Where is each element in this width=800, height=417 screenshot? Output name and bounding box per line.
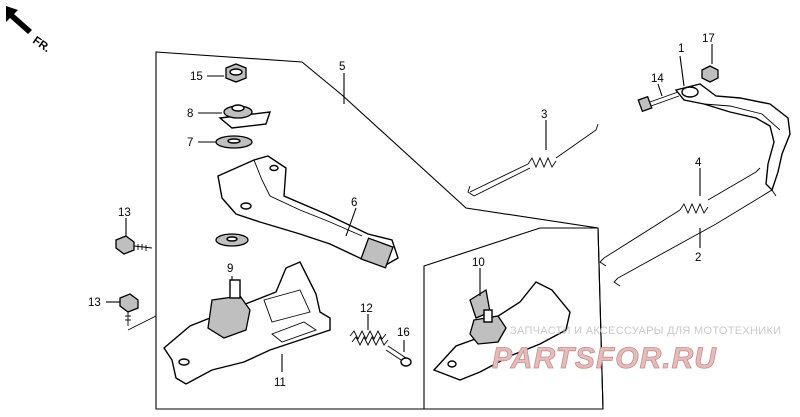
callout-7: 7	[187, 137, 193, 149]
callout-12: 12	[360, 303, 373, 315]
flange-nut-15	[225, 63, 247, 83]
callout-13-lower: 13	[88, 297, 101, 309]
callout-3: 3	[541, 109, 547, 121]
bolt-14	[637, 91, 680, 113]
control-assembly-10	[432, 281, 571, 381]
screw-16	[385, 345, 412, 367]
callout-8: 8	[187, 108, 193, 120]
callout-14: 14	[651, 73, 664, 85]
callout-2: 2	[695, 252, 701, 264]
spring-rod-3	[467, 123, 599, 197]
watermark: ЗАПЧАСТИ И АКСЕССУАРЫ ДЛЯ МОТОТЕХНИКИ PA…	[492, 325, 781, 375]
leader-6	[345, 207, 357, 237]
leader-1	[679, 55, 685, 87]
callout-16: 16	[397, 327, 410, 339]
watermark-subtitle: ЗАПЧАСТИ И АКСЕССУАРЫ ДЛЯ МОТОТЕХНИКИ	[510, 325, 781, 337]
flange-bolt-13-upper	[115, 235, 153, 255]
washer-7	[215, 135, 253, 149]
callout-5: 5	[339, 61, 345, 73]
callout-15: 15	[190, 71, 203, 83]
control-lever-6	[217, 155, 399, 269]
callout-4: 4	[695, 157, 702, 169]
spring-rod-4	[599, 167, 761, 267]
callout-10: 10	[472, 257, 485, 269]
callout-17: 17	[702, 33, 715, 45]
front-direction-arrow: FR.	[6, 6, 52, 55]
nut-17	[701, 65, 719, 83]
callout-11: 11	[274, 377, 286, 389]
flange-bolt-13-lower	[119, 293, 139, 326]
spring-12	[349, 329, 389, 347]
control-base-11	[163, 261, 331, 385]
direction-label: FR.	[30, 35, 52, 55]
leader-14	[657, 83, 663, 97]
callout-9: 9	[227, 263, 233, 275]
subassembly-frame	[423, 227, 604, 410]
watermark-brand: PARTSFOR.RU	[492, 342, 717, 375]
callout-6: 6	[351, 197, 357, 209]
guide-line	[127, 315, 157, 331]
washer-9	[215, 233, 249, 247]
callout-1: 1	[678, 43, 684, 55]
lever-arm-1	[674, 83, 791, 192]
callout-13-upper: 13	[118, 207, 131, 219]
bushing-8	[218, 104, 272, 129]
throttle-rod-2	[613, 189, 777, 287]
assembly-frame	[155, 51, 604, 410]
